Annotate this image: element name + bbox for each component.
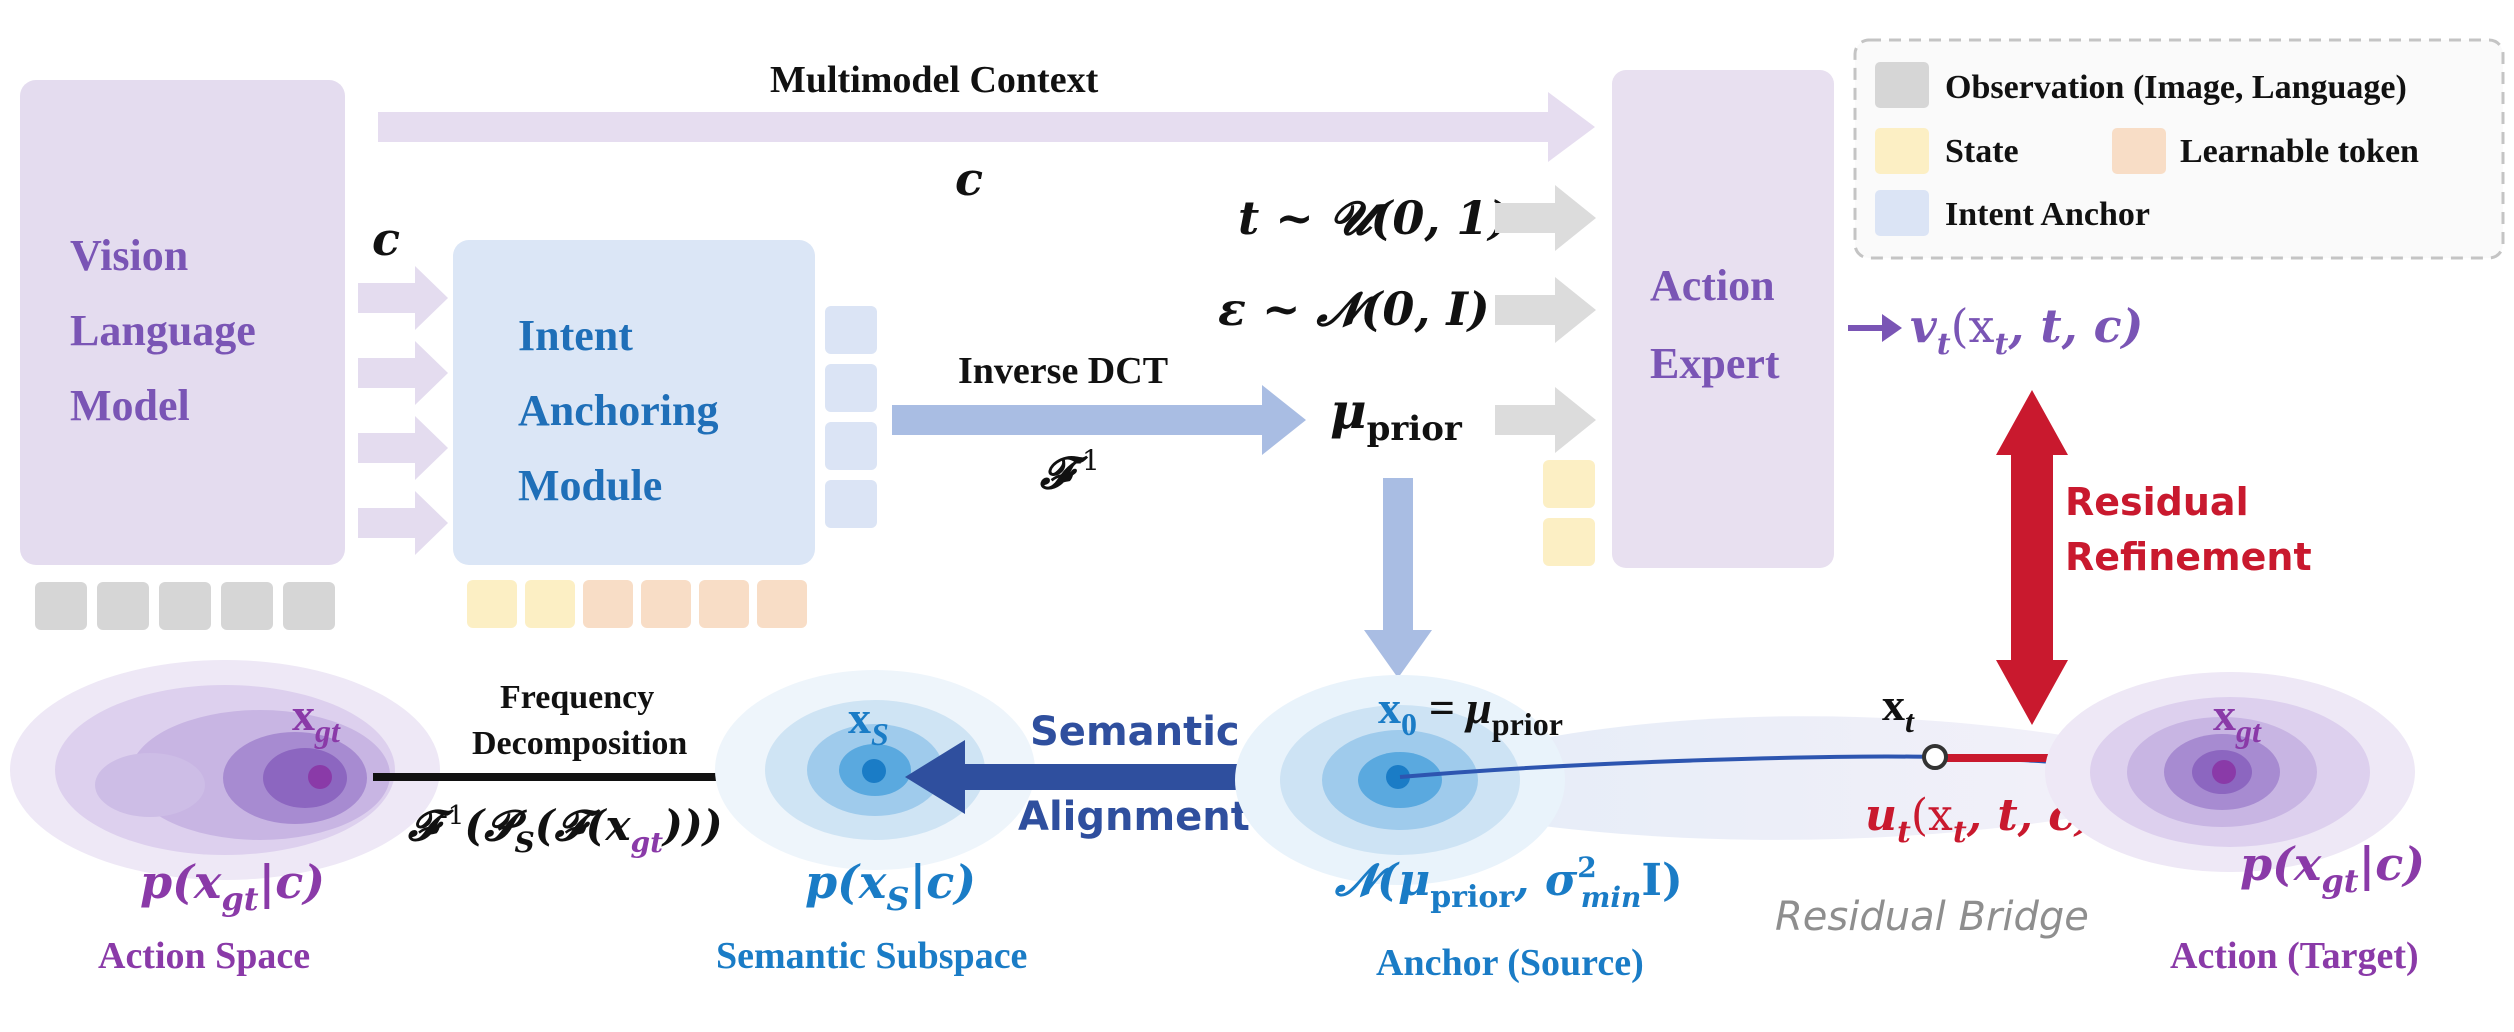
observation-token	[283, 582, 335, 630]
p-xgt-left-label: p(xgt|c)	[140, 855, 325, 918]
iam-label-line2: Anchoring	[518, 386, 718, 435]
residual-refinement-arrow	[1996, 390, 2068, 725]
legend-intent-anchor-label: Intent Anchor	[1945, 196, 2150, 233]
legend: Observation (Image, Language) State Lear…	[1853, 38, 2505, 260]
prior-to-anchor-arrow	[1364, 478, 1432, 678]
action-target-label: Action (Target)	[2170, 935, 2419, 977]
u-t-label: ut(xt, t, c)	[1865, 790, 2096, 850]
context-arrow	[358, 341, 448, 405]
legend-learnable-swatch	[2112, 128, 2166, 174]
multimodal-context-arrow	[378, 92, 1595, 162]
semantic-subspace-label: Semantic Subspace	[716, 935, 1027, 977]
iam-label-line3: Module	[518, 461, 662, 510]
legend-state-label: State	[1945, 133, 2019, 170]
action-expert-box	[1612, 70, 1834, 568]
multimodal-context-label: Multimodel Context	[770, 59, 1099, 101]
noise-sampling-label: ε ~ 𝓝(0, I)	[1218, 282, 1490, 336]
p-xs-label: p(xS|c)	[805, 855, 976, 918]
semantic-alignment-label-line2: Alignment	[1018, 794, 1250, 840]
observation-token	[97, 582, 149, 630]
context-arrow	[358, 416, 448, 480]
legend-state-swatch	[1875, 128, 1929, 174]
residual-bridge-fan	[1395, 716, 2225, 840]
legend-observation-swatch	[1875, 62, 1929, 108]
context-arrow	[358, 491, 448, 555]
frequency-decomposition-label-line1: Frequency	[500, 679, 654, 716]
intent-anchor-token	[825, 480, 877, 528]
x-gt-left-point	[308, 765, 332, 789]
observation-token	[221, 582, 273, 630]
semantic-alignment-label-line1: Semantic	[1030, 709, 1240, 755]
residual-refinement-label-line1: Residual	[2065, 480, 2249, 524]
learnable-token	[757, 580, 807, 628]
inverse-dct-label: Inverse DCT	[958, 350, 1168, 392]
learnable-token	[641, 580, 691, 628]
x-s-point	[862, 759, 886, 783]
velocity-output-arrow	[1848, 314, 1902, 342]
p-xgt-right-label: p(xgt|c)	[2240, 837, 2425, 900]
x0-point	[1386, 765, 1410, 789]
decomposition-formula: 𝓕-1(𝓟S(𝓕(xgt)))	[407, 801, 723, 859]
vlm-label-line3: Model	[70, 381, 190, 430]
iam-box	[453, 240, 815, 565]
state-token	[1543, 460, 1595, 508]
c-label-vlm: c	[372, 212, 400, 266]
legend-observation-label: Observation (Image, Language)	[1945, 69, 2407, 106]
legend-learnable-label: Learnable token	[2180, 133, 2419, 170]
intent-anchor-token	[825, 306, 877, 354]
inverse-fourier-symbol: 𝓕-1	[1039, 444, 1100, 499]
action-space-distribution	[10, 660, 440, 880]
inverse-dct-arrow	[892, 385, 1306, 455]
x-s-label: xS	[848, 692, 889, 752]
intent-anchor-tokens	[825, 306, 877, 528]
iam-input-tokens	[467, 580, 807, 628]
x-gt-right-point	[2212, 760, 2236, 784]
frequency-decomposition-label-line2: Decomposition	[472, 725, 687, 762]
velocity-label: vt(xt, t, c)	[1910, 299, 2143, 362]
x-t-point	[1922, 744, 1948, 770]
x-gt-left-label: xgt	[292, 689, 341, 749]
semantic-alignment-arrow	[905, 740, 1340, 814]
legend-frame	[1853, 38, 2505, 260]
x-t-label: xt	[1882, 679, 1915, 739]
residual-velocity-arrow	[1938, 742, 2090, 774]
prior-input-arrow	[1495, 387, 1596, 453]
vlm-observation-tokens	[35, 582, 335, 630]
action-space-label: Action Space	[98, 935, 310, 977]
state-token	[467, 580, 517, 628]
noise-input-arrow	[1495, 277, 1596, 343]
residual-refinement-label-line2: Refinement	[2065, 535, 2312, 579]
time-sampling-label: t ~ 𝓤(0, 1)	[1238, 191, 1510, 245]
x-gt-right-label: xgt	[2213, 689, 2262, 749]
vlm-to-iam-arrows	[358, 266, 448, 555]
observation-token	[35, 582, 87, 630]
action-expert-label-line1: Action	[1650, 261, 1775, 310]
residual-bridge-label: Residual Bridge	[1775, 894, 2089, 940]
x0-equation-label: x0 = μprior	[1378, 682, 1563, 742]
intent-anchor-token	[825, 364, 877, 412]
iam-label-line1: Intent	[518, 311, 633, 360]
observation-token	[159, 582, 211, 630]
learnable-token	[699, 580, 749, 628]
anchor-source-label: Anchor (Source)	[1376, 942, 1644, 984]
legend-intent-anchor-swatch	[1875, 190, 1929, 236]
state-token	[525, 580, 575, 628]
intent-anchor-token	[825, 422, 877, 470]
context-arrow	[358, 266, 448, 330]
learnable-token	[583, 580, 633, 628]
action-expert-label-line2: Expert	[1650, 339, 1780, 388]
vlm-label-line2: Language	[70, 306, 256, 355]
state-token	[1543, 518, 1595, 566]
time-input-arrow	[1495, 185, 1596, 251]
vlm-box	[20, 80, 345, 565]
c-label-context: c	[955, 152, 983, 206]
mu-prior-label: μprior	[1330, 381, 1463, 449]
frequency-decomposition-arrow	[373, 764, 830, 790]
vlm-label-line1: Vision	[70, 231, 188, 280]
